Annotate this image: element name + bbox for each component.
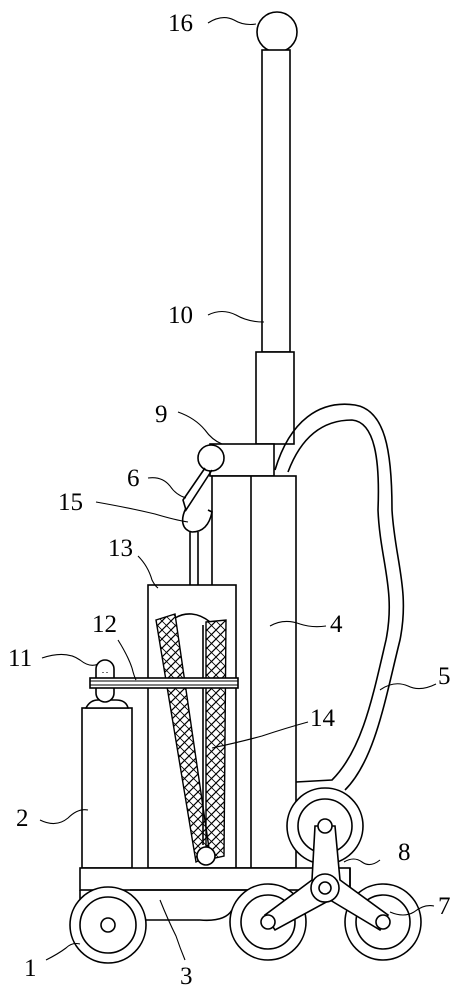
leader-13 (137, 555, 159, 589)
leader-4 (269, 620, 327, 628)
label-6: 6 (127, 465, 140, 492)
label-5: 5 (438, 663, 451, 690)
top-knob (256, 11, 298, 53)
label-11: 11 (8, 645, 32, 672)
label-2: 2 (16, 805, 29, 832)
hose-inner (287, 419, 391, 783)
tristar-hub-pin (318, 881, 332, 895)
label-9: 9 (155, 401, 168, 428)
stair-wheel-left-pin (260, 914, 276, 930)
label-4: 4 (330, 611, 343, 638)
leader-15 (95, 501, 189, 523)
strap-top-loop (174, 613, 211, 623)
label-1: 1 (24, 955, 37, 982)
lower-rod (255, 351, 295, 445)
label-3: 3 (180, 963, 193, 990)
leader-6 (147, 477, 187, 499)
canister-shoulder (84, 699, 130, 709)
canister (81, 707, 133, 869)
leader-11 (41, 653, 99, 666)
strap-right (205, 619, 227, 861)
leader-3 (159, 899, 186, 961)
leader-12 (117, 639, 137, 681)
label-8: 8 (398, 839, 411, 866)
leader-7 (389, 905, 435, 916)
label-15: 15 (58, 489, 83, 516)
label-10: 10 (168, 302, 193, 329)
hook (181, 507, 213, 533)
label-7: 7 (438, 893, 451, 920)
strap-bottom-ring (196, 846, 216, 866)
leader-8 (343, 858, 381, 866)
label-13: 13 (108, 535, 133, 562)
leader-16 (207, 17, 257, 26)
upper-rod (261, 49, 291, 353)
leader-1 (45, 942, 81, 961)
clamp-pivot (197, 444, 225, 472)
label-14: 14 (310, 705, 336, 732)
hook-arm (182, 467, 213, 512)
leader-10 (207, 310, 265, 323)
leader-lines (39, 17, 437, 961)
leader-5 (379, 683, 437, 691)
label-16: 16 (168, 10, 193, 37)
leader-9 (177, 411, 223, 445)
label-12: 12 (92, 611, 117, 638)
stair-wheel-top-pin (317, 818, 333, 834)
leader-14 (211, 721, 309, 749)
strap-band (89, 677, 239, 689)
leader-2 (39, 809, 89, 825)
hose (274, 403, 405, 791)
front-wheel-hub (100, 917, 116, 933)
stair-wheel-right-pin (375, 914, 391, 930)
